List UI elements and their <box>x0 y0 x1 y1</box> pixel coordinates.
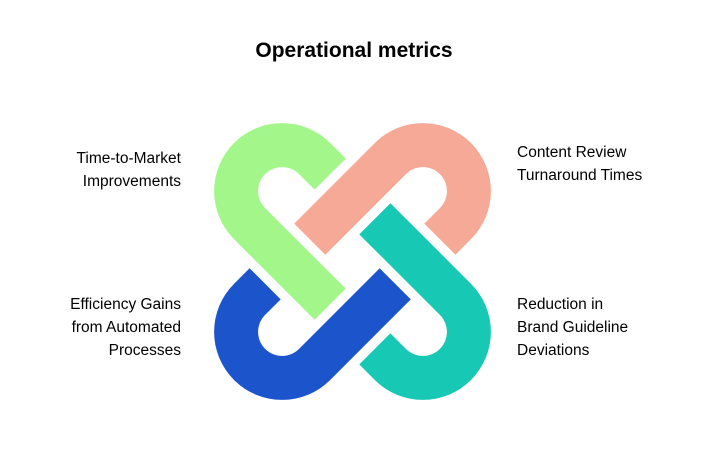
knot-arm-bottom-right <box>359 203 491 400</box>
knot-arm-top-left <box>214 123 346 320</box>
knot-arm-top-right <box>294 123 491 255</box>
knot-arm-bottom-left <box>214 268 411 400</box>
page-title: Operational metrics <box>255 39 453 62</box>
